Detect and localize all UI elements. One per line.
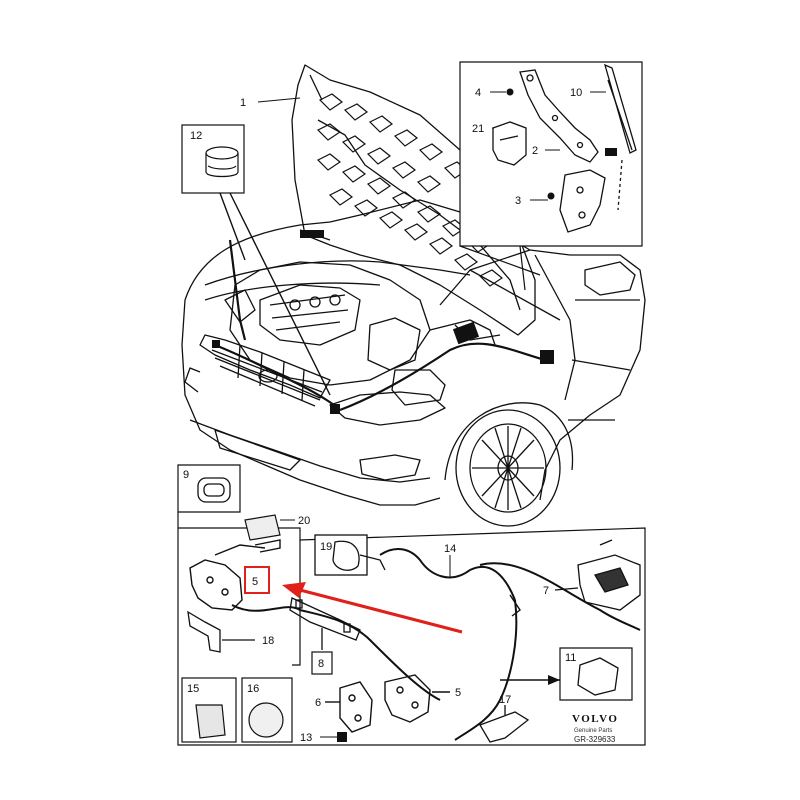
callout-20: 20	[298, 515, 310, 527]
car-illustration	[181, 199, 646, 527]
callout-14: 14	[444, 543, 456, 555]
part-20: 20	[244, 514, 310, 541]
callout-1: 1	[240, 97, 246, 109]
part-9: 9	[183, 469, 231, 503]
callout-5-lower: 5	[455, 687, 461, 699]
part-15: 15	[181, 677, 237, 743]
brand-subtitle: Genuine Parts	[574, 728, 612, 734]
highlight-box-5: 5	[244, 566, 270, 594]
callout-8: 8	[318, 658, 324, 670]
callout-12: 12	[190, 130, 202, 142]
callout-9: 9	[183, 469, 189, 481]
cable-clips	[212, 230, 554, 414]
part-19: 19	[314, 534, 386, 576]
callout-7: 7	[543, 585, 549, 597]
part-14-cable: 14	[379, 539, 641, 741]
callout-17: 17	[499, 694, 511, 706]
part-7: 7	[543, 554, 641, 611]
callout-18: 18	[262, 635, 274, 647]
part-18: 18	[187, 610, 274, 653]
hood-lock-left	[189, 539, 281, 611]
callout-13: 13	[300, 732, 312, 744]
part-12-box: 12	[181, 124, 331, 396]
lower-parts-frame	[177, 464, 646, 746]
part-6: 6	[315, 681, 373, 733]
hood-lock-lower: 5	[384, 674, 461, 723]
release-cable-on-car	[214, 239, 546, 412]
callout-3: 3	[515, 195, 521, 207]
callout-16: 16	[247, 683, 259, 695]
reference-code: GR-329633	[574, 735, 616, 744]
callout-21: 21	[472, 123, 484, 135]
hinge-detail-box: 4 10 21 2 3 1	[240, 61, 643, 291]
red-pointer-arrow	[282, 582, 463, 634]
callout-6: 6	[315, 697, 321, 709]
brand-block: VOLVO Genuine Parts GR-329633	[572, 713, 618, 744]
callout-2: 2	[532, 145, 538, 157]
part-13: 13	[300, 732, 347, 744]
callout-4: 4	[475, 87, 481, 99]
callout-15: 15	[187, 683, 199, 695]
part-11: 11	[500, 647, 633, 701]
callout-5-highlight: 5	[252, 576, 258, 588]
part-17: 17	[479, 694, 530, 743]
callout-10: 10	[570, 87, 582, 99]
part-8: 8	[289, 597, 361, 675]
brand-logo-text: VOLVO	[572, 713, 618, 725]
callout-11: 11	[565, 652, 576, 664]
callout-19: 19	[320, 541, 332, 553]
part-16: 16	[241, 677, 293, 743]
